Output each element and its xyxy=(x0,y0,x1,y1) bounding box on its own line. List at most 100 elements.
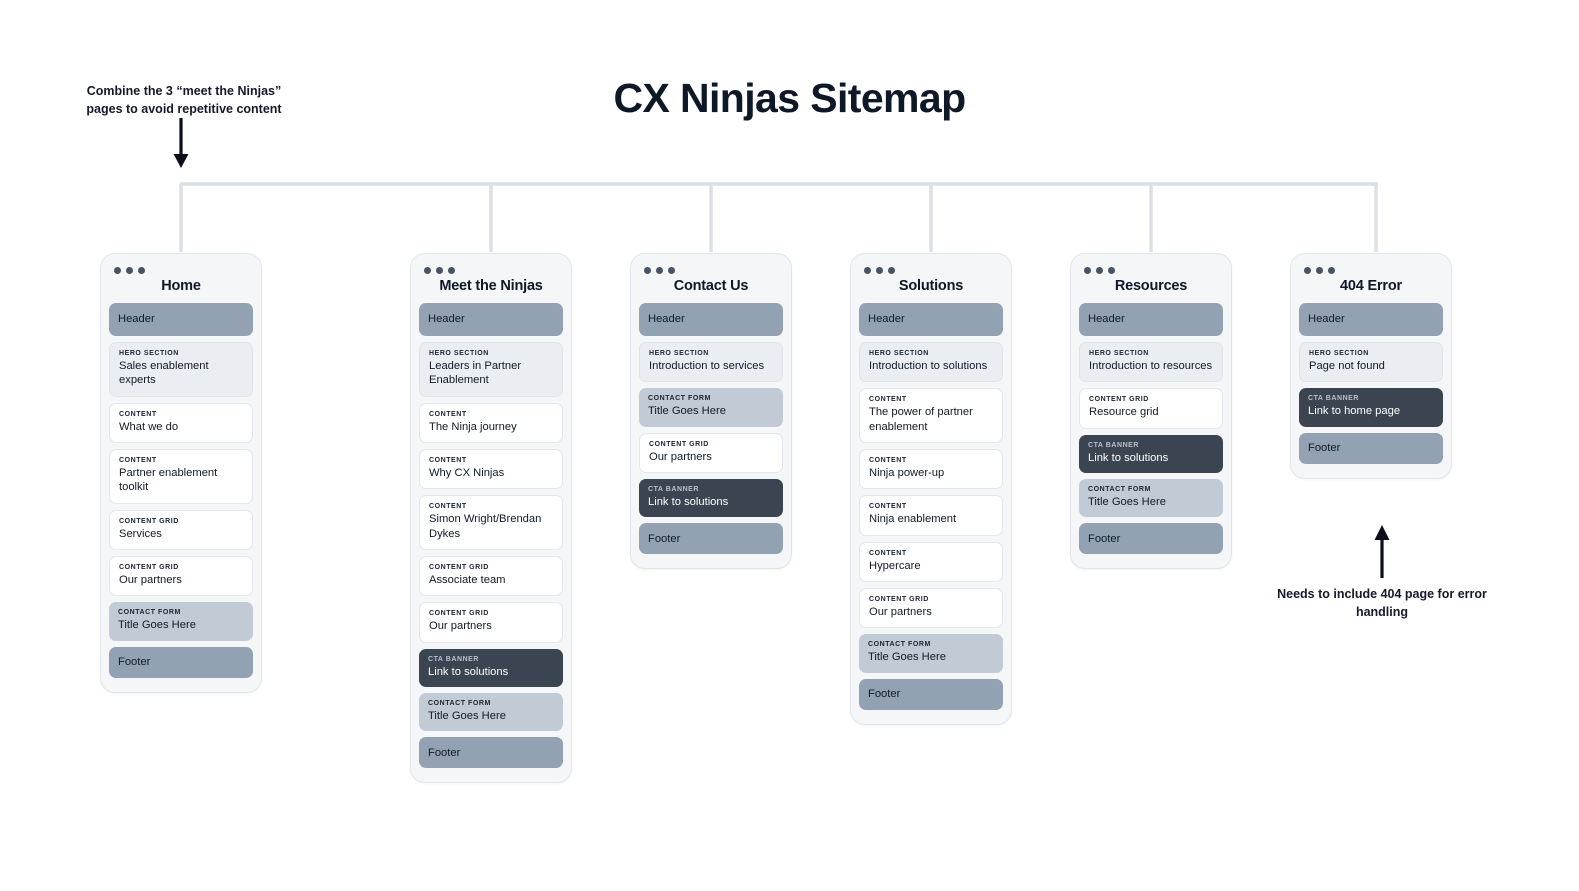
block-text: Title Goes Here xyxy=(118,619,196,632)
window-dot-icon xyxy=(876,267,883,274)
window-dots-icon xyxy=(864,267,1003,274)
block-content[interactable]: CONTENT Why CX Ninjas xyxy=(419,448,563,490)
window-dot-icon xyxy=(888,267,895,274)
card-title: Contact Us xyxy=(673,278,749,294)
block-text: Hypercare xyxy=(869,559,921,572)
block-text: Sales enablement experts xyxy=(119,360,209,387)
block-kicker: CONTENT xyxy=(869,503,907,511)
block-text: Leaders in Partner Enablement xyxy=(429,360,522,387)
block-kicker: CONTENT GRID xyxy=(429,563,489,571)
block-hero[interactable]: HERO SECTION Leaders in Partner Enablemen… xyxy=(419,342,563,397)
block-text: Footer xyxy=(1308,441,1341,454)
block-text: The power of partner enablement xyxy=(869,406,973,433)
block-text: Ninja enablement xyxy=(869,513,957,526)
block-kicker: CONTENT xyxy=(869,456,907,464)
block-header[interactable]: Header xyxy=(639,303,783,336)
block-text: Introduction to services xyxy=(649,360,765,372)
block-kicker: CONTENT GRID xyxy=(1089,396,1149,404)
block-kicker: CTA BANNER xyxy=(1308,395,1359,403)
block-content[interactable]: CONTENT The power of partner enablement xyxy=(859,388,1003,443)
block-kicker: CTA BANNER xyxy=(428,655,479,663)
block-footer[interactable]: Footer xyxy=(639,523,783,555)
annotation-arrow-up-icon xyxy=(1374,525,1390,578)
block-text: Title Goes Here xyxy=(428,709,506,722)
block-header[interactable]: Header xyxy=(859,303,1003,336)
card-title: Home xyxy=(161,278,201,294)
block-text: Footer xyxy=(1088,532,1121,545)
block-text: Header xyxy=(648,313,685,326)
block-text: Associate team xyxy=(429,573,506,586)
block-kicker: CONTENT xyxy=(869,396,907,404)
block-text: Header xyxy=(1088,313,1125,326)
window-dots-icon xyxy=(1084,267,1223,274)
block-text: Simon Wright/Brendan Dykes xyxy=(429,513,542,540)
block-text: Why CX Ninjas xyxy=(429,466,505,479)
block-text: Our partners xyxy=(429,620,492,633)
block-text: Introduction to resources xyxy=(1089,360,1213,372)
block-text: Our partners xyxy=(649,450,712,463)
block-header[interactable]: Header xyxy=(1079,303,1223,336)
block-text: Footer xyxy=(648,532,681,545)
block-header[interactable]: Header xyxy=(109,303,253,336)
block-form[interactable]: CONTACT FORM Title Goes Here xyxy=(859,634,1003,673)
window-dot-icon xyxy=(644,267,651,274)
block-footer[interactable]: Footer xyxy=(109,646,253,678)
block-kicker: HERO SECTION xyxy=(429,350,489,357)
block-footer[interactable]: Footer xyxy=(1079,523,1223,555)
window-dot-icon xyxy=(126,267,133,274)
block-text: Link to solutions xyxy=(648,495,729,508)
block-text: Title Goes Here xyxy=(868,651,946,664)
block-header[interactable]: Header xyxy=(1299,303,1443,336)
block-text: Footer xyxy=(118,655,151,668)
block-cta[interactable]: CTA BANNER Link to solutions xyxy=(639,478,783,518)
block-kicker: CTA BANNER xyxy=(648,485,699,493)
block-grid[interactable]: CONTENT GRID Associate team xyxy=(419,555,563,597)
block-header[interactable]: Header xyxy=(419,303,563,336)
window-dot-icon xyxy=(864,267,871,274)
card-title: Solutions xyxy=(898,278,964,294)
block-text: Partner enablement toolkit xyxy=(119,466,218,494)
window-dot-icon xyxy=(1084,267,1091,274)
block-footer[interactable]: Footer xyxy=(1299,432,1443,464)
block-kicker: HERO SECTION xyxy=(1309,350,1369,357)
block-text: Footer xyxy=(868,687,901,700)
window-dot-icon xyxy=(1096,267,1103,274)
window-dot-icon xyxy=(1108,267,1115,274)
block-text: The Ninja journey xyxy=(429,420,517,433)
block-content[interactable]: CONTENT Ninja enablement xyxy=(859,495,1003,536)
block-footer[interactable]: Footer xyxy=(419,737,563,769)
block-kicker: CONTENT xyxy=(429,456,467,464)
block-footer[interactable]: Footer xyxy=(859,678,1003,710)
block-kicker: CONTACT FORM xyxy=(868,641,931,649)
